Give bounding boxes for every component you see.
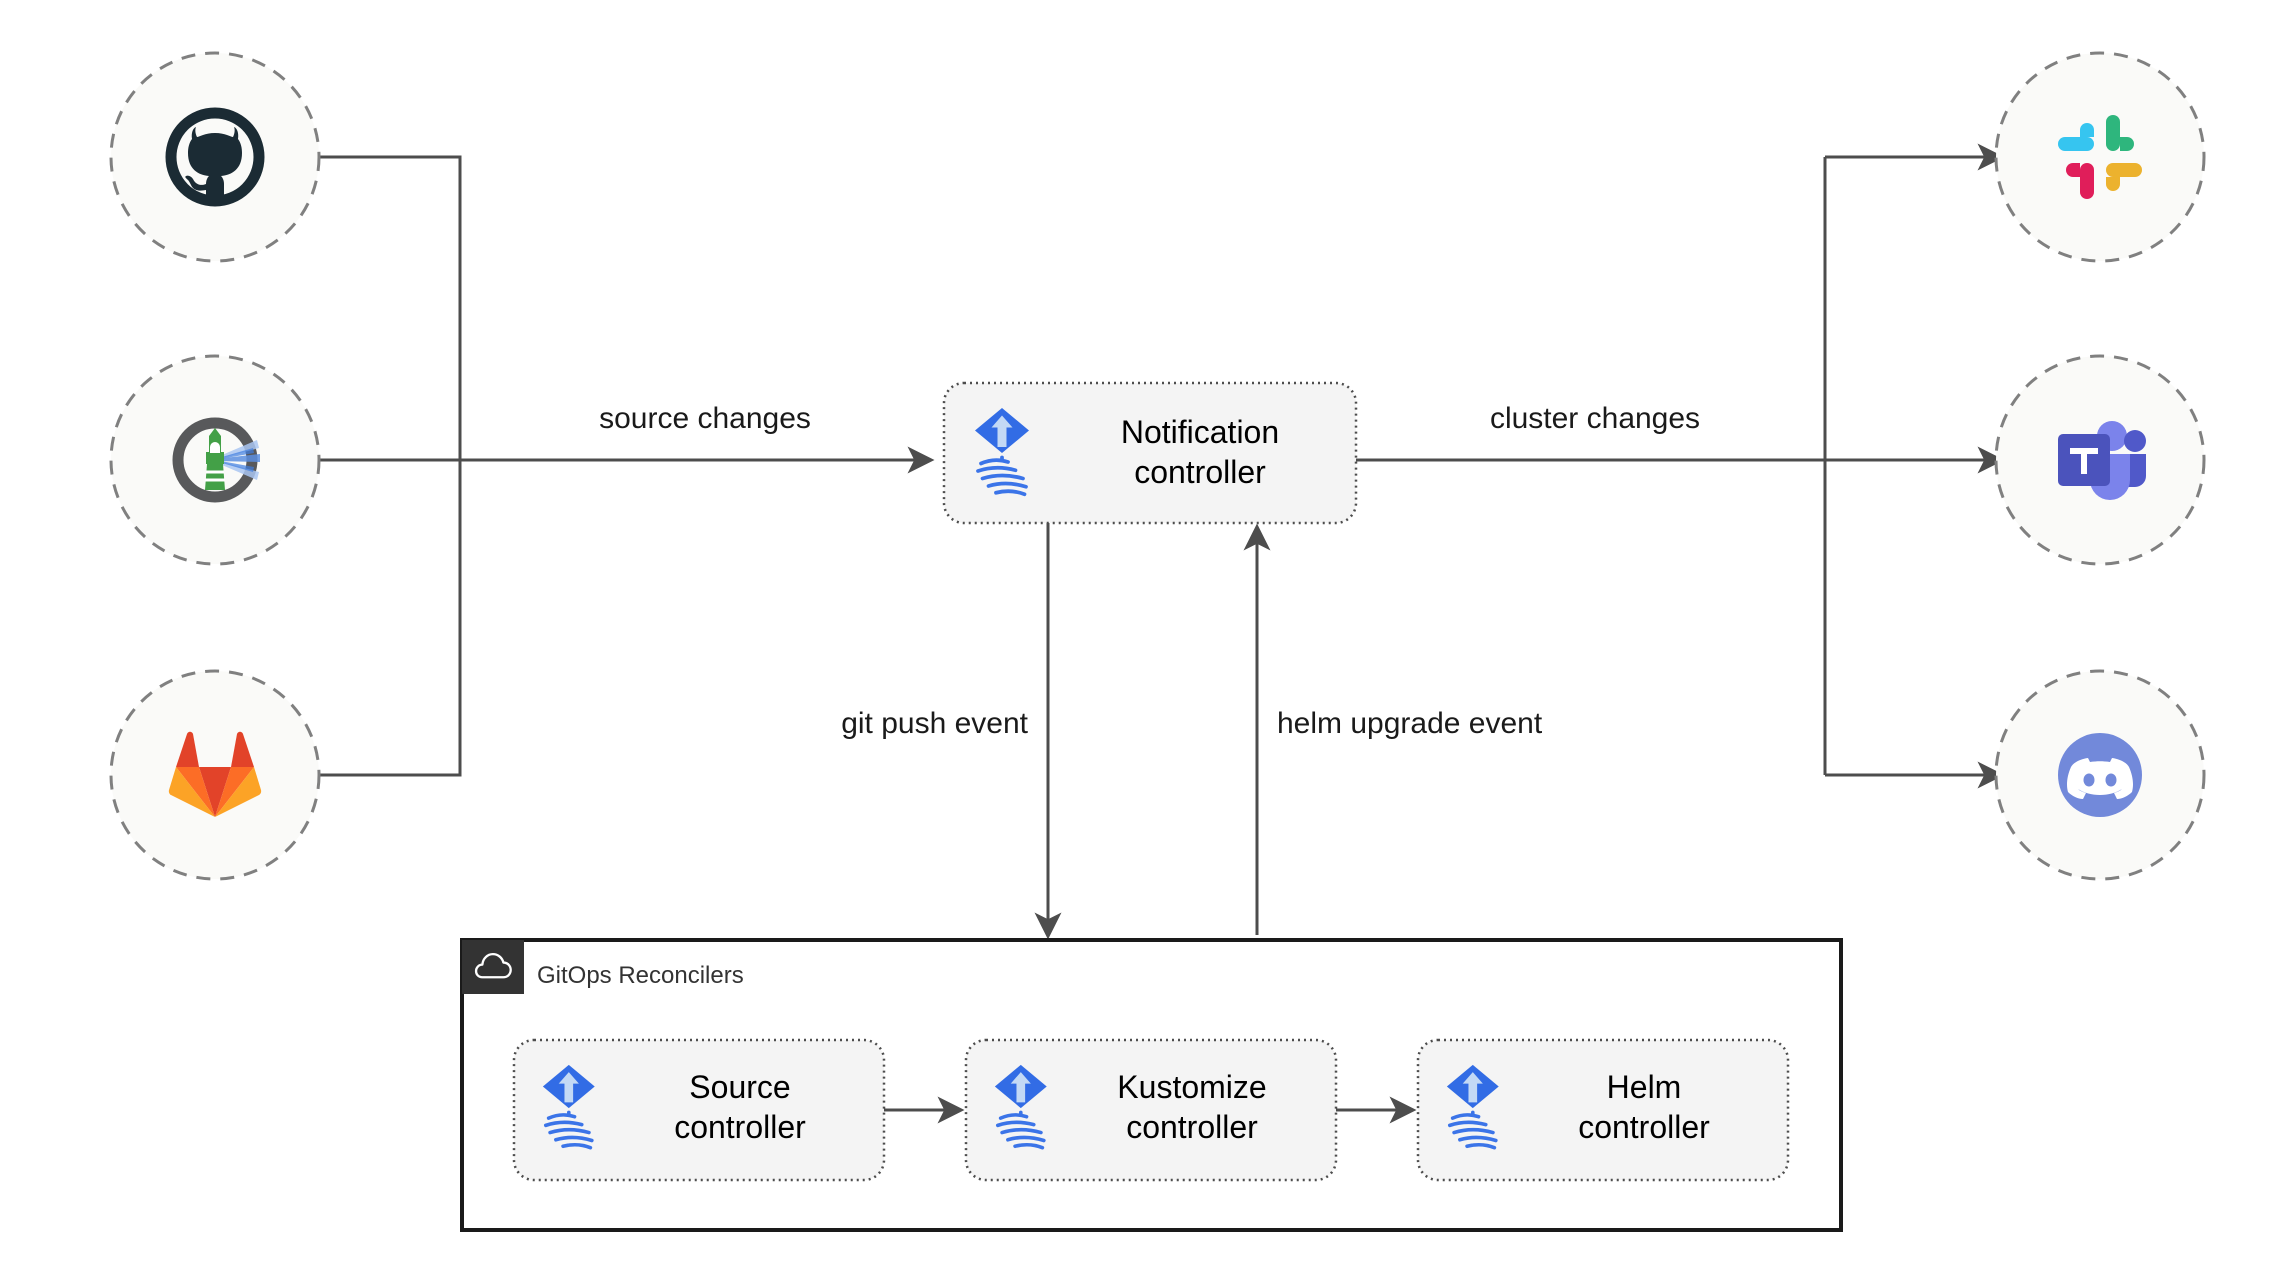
edge-label-helm-upgrade-event: helm upgrade event [1277, 707, 1543, 740]
notification-controller-node[interactable]: Notification controller [942, 381, 1358, 525]
source-node-gitlab[interactable] [109, 669, 321, 881]
edge-label-git-push-event: git push event [841, 707, 1028, 740]
edge-label-cluster-changes: cluster changes [1490, 402, 1700, 435]
slack-circle[interactable] [1994, 51, 2206, 263]
helm-controller-label-line1: Helm [1607, 1069, 1682, 1105]
gitops-reconcilers-tab [462, 940, 524, 994]
source-node-github[interactable] [109, 51, 321, 263]
source-controller-label-line1: Source [689, 1069, 790, 1105]
destination-node-teams[interactable] [1994, 354, 2206, 566]
kustomize-controller-node[interactable]: Kustomize controller [964, 1038, 1338, 1182]
destination-edges [1356, 143, 2005, 789]
source-node-flagger[interactable] [109, 354, 321, 566]
edge-label-source-changes: source changes [599, 402, 811, 435]
gitops-reconcilers-border [460, 938, 1843, 1232]
helm-controller-label-line2: controller [1578, 1109, 1710, 1145]
destination-node-slack[interactable] [1994, 51, 2206, 263]
helm-controller-box[interactable] [1416, 1038, 1790, 1182]
gitops-reconcilers-group: GitOps Reconcilers Source controller Kus… [460, 938, 1843, 1232]
source-controller-label-line2: controller [674, 1109, 806, 1145]
kustomize-controller-label-line2: controller [1126, 1109, 1258, 1145]
kustomize-controller-label-line1: Kustomize [1117, 1069, 1266, 1105]
source-bus-path [300, 155, 462, 777]
kustomize-controller-box[interactable] [964, 1038, 1338, 1182]
discord-icon [2058, 733, 2142, 817]
event-edges [1034, 523, 1271, 940]
destination-node-discord[interactable] [1994, 669, 2206, 881]
source-controller-node[interactable]: Source controller [512, 1038, 886, 1182]
helm-controller-node[interactable]: Helm controller [1416, 1038, 1790, 1182]
source-edges [296, 146, 935, 787]
notification-controller-label-line1: Notification [1121, 414, 1279, 450]
notification-controller-box[interactable] [942, 381, 1358, 525]
gitops-reconcilers-title: GitOps Reconcilers [537, 962, 744, 989]
notification-controller-label-line2: controller [1134, 454, 1266, 490]
source-controller-box[interactable] [512, 1038, 886, 1182]
edge-labels: source changes cluster changes git push … [599, 402, 1700, 740]
